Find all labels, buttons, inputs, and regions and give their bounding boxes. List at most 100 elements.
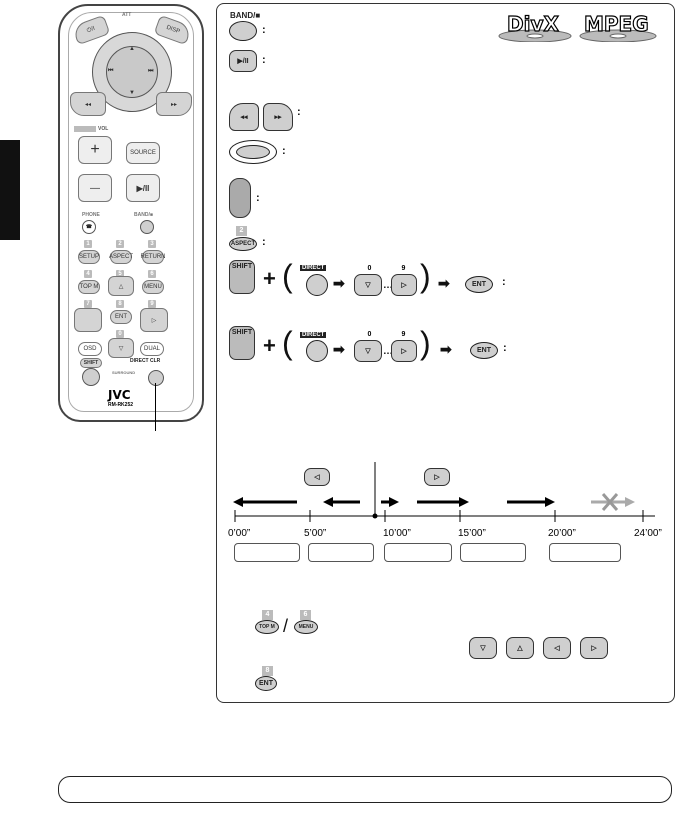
rewind-button[interactable]: ◂◂ <box>70 92 106 116</box>
plus-1-icon: + <box>263 266 276 291</box>
time-tick-24: 24’00” <box>634 528 662 539</box>
play-pause-button[interactable]: ▶/II <box>126 174 160 202</box>
time-tick-10: 10’00” <box>383 528 411 539</box>
ent-panel-button[interactable]: ENT <box>255 676 277 691</box>
colon-3: : <box>297 106 301 118</box>
nine-button-1[interactable]: ▷ <box>391 274 417 296</box>
right-triangle-panel-icon-1: ▷ <box>401 282 407 289</box>
num-3-badge: 3 <box>148 240 156 248</box>
menu-panel-button[interactable]: MENU <box>294 620 318 634</box>
aspect-button[interactable]: ASPECT <box>109 250 133 264</box>
menu-button[interactable]: MENU <box>142 280 164 294</box>
up-down-ring-button[interactable] <box>229 178 251 218</box>
mpeg-disc-svg <box>579 29 657 43</box>
ent-combo-2[interactable]: ENT <box>470 342 498 359</box>
direct-label-2: DIRECT <box>300 332 327 338</box>
down-triangle-panel-icon-2: ▽ <box>365 348 371 355</box>
arrow-back-short-head <box>323 497 333 507</box>
nine-button-2[interactable]: ▷ <box>391 340 417 362</box>
phone-label: PHONE <box>82 212 100 218</box>
shift-button[interactable] <box>82 368 100 386</box>
down-triangle-panel-icon-1: ▽ <box>365 282 371 289</box>
num-5-badge: 5 <box>116 270 124 278</box>
paren-open-2: ( <box>282 325 293 361</box>
shift-combo-2[interactable]: SHIFT <box>229 326 255 360</box>
timeline-box-3 <box>384 543 452 562</box>
source-button[interactable]: SOURCE <box>126 142 160 164</box>
timeline-right-button[interactable]: ▷ <box>424 468 450 486</box>
colon-4: : <box>282 145 286 157</box>
phone-button[interactable]: ☎ <box>82 220 96 234</box>
timeline-left-button[interactable]: ◁ <box>304 468 330 486</box>
rewind-icon: ◂◂ <box>84 101 92 108</box>
timeline-box-2 <box>308 543 374 562</box>
time-tick-20: 20’00” <box>548 528 576 539</box>
language-side-tab <box>0 140 20 240</box>
direct-clr-button[interactable] <box>148 370 164 386</box>
vol-bar <box>74 126 96 132</box>
shift-label: SHIFT <box>80 358 102 368</box>
osd-button[interactable]: OSD <box>78 342 102 356</box>
model-label: RM-RK252 <box>108 402 134 408</box>
mpeg-label: MPEG <box>583 11 649 36</box>
rewind-panel-button[interactable]: ◂◂ <box>229 103 259 131</box>
enter-button[interactable]: ENT <box>110 310 132 324</box>
aspect-num-badge: 2 <box>236 226 247 236</box>
arrow-fwd-mid-head <box>459 497 469 507</box>
aspect-panel-button[interactable]: ASPECT <box>229 237 257 251</box>
jvc-logo: JVC <box>108 388 131 402</box>
ent-num-badge: 8 <box>262 666 273 676</box>
top-menu-num-badge: 4 <box>262 610 273 620</box>
volume-up-button[interactable]: + <box>78 136 112 164</box>
arrow-icon-4: ➡ <box>440 341 452 357</box>
timeline-box-4 <box>460 543 526 562</box>
skip-forward-icon: ⏭ <box>148 68 154 74</box>
arrow-fwd-long-head <box>545 497 555 507</box>
timeline-box-5 <box>549 543 621 562</box>
cursor-down-button[interactable]: ▽ <box>108 338 134 358</box>
zero-button-1[interactable]: ▽ <box>354 274 382 296</box>
rewind-panel-icon: ◂◂ <box>240 114 248 121</box>
num-4-badge: 4 <box>84 270 92 278</box>
plus-2-icon: + <box>263 333 276 358</box>
ent-combo-1[interactable]: ENT <box>465 276 493 293</box>
band-stop-button[interactable] <box>229 21 257 41</box>
colon-1: : <box>262 24 266 36</box>
zero-button-2[interactable]: ▽ <box>354 340 382 362</box>
direct-label-1: DIRECT <box>300 265 327 271</box>
direct-button-2[interactable] <box>306 340 328 362</box>
cursor-right-button[interactable]: ▷ <box>140 308 168 332</box>
skip-back-icon: ⏮ <box>108 68 114 74</box>
left-panel-button[interactable]: ◁ <box>543 637 571 659</box>
cursor-up-button[interactable]: △ <box>108 276 134 296</box>
right-triangle-icon: ▷ <box>434 474 440 481</box>
volume-down-button[interactable]: — <box>78 174 112 202</box>
play-pause-panel-button[interactable]: ▶/II <box>229 50 257 72</box>
dual-button[interactable]: DUAL <box>140 342 164 356</box>
down-panel-button[interactable]: ▽ <box>469 637 497 659</box>
fast-forward-button[interactable]: ▸▸ <box>156 92 192 116</box>
up-panel-button[interactable]: △ <box>506 637 534 659</box>
timeline-box-1 <box>234 543 300 562</box>
top-menu-panel-button[interactable]: TOP M <box>255 620 279 634</box>
shift-combo-1[interactable]: SHIFT <box>229 260 255 294</box>
arrow-icon-2: ➡ <box>438 275 450 291</box>
cursor-left-button[interactable] <box>74 308 102 332</box>
down-triangle-icon: ▽ <box>118 345 124 352</box>
colon-2: : <box>262 54 266 66</box>
disabled-x-2 <box>601 493 619 511</box>
setup-button[interactable]: SETUP <box>78 250 100 264</box>
right-panel-button[interactable]: ▷ <box>580 637 608 659</box>
band-button[interactable] <box>140 220 154 234</box>
cursor-down-icon: ▼ <box>129 90 135 96</box>
cursor-center[interactable] <box>106 46 158 98</box>
fast-forward-panel-button[interactable]: ▸▸ <box>263 103 293 131</box>
timeline-svg <box>233 462 655 522</box>
fast-forward-icon: ▸▸ <box>170 101 178 108</box>
arrow-icon-3: ➡ <box>333 341 345 357</box>
band-stop-label: BAND/■ <box>230 11 261 20</box>
direct-button-1[interactable] <box>306 274 328 296</box>
skip-ring-button[interactable] <box>229 140 277 164</box>
return-button[interactable]: RETURN <box>141 250 166 264</box>
top-menu-button[interactable]: TOP M <box>78 280 100 294</box>
